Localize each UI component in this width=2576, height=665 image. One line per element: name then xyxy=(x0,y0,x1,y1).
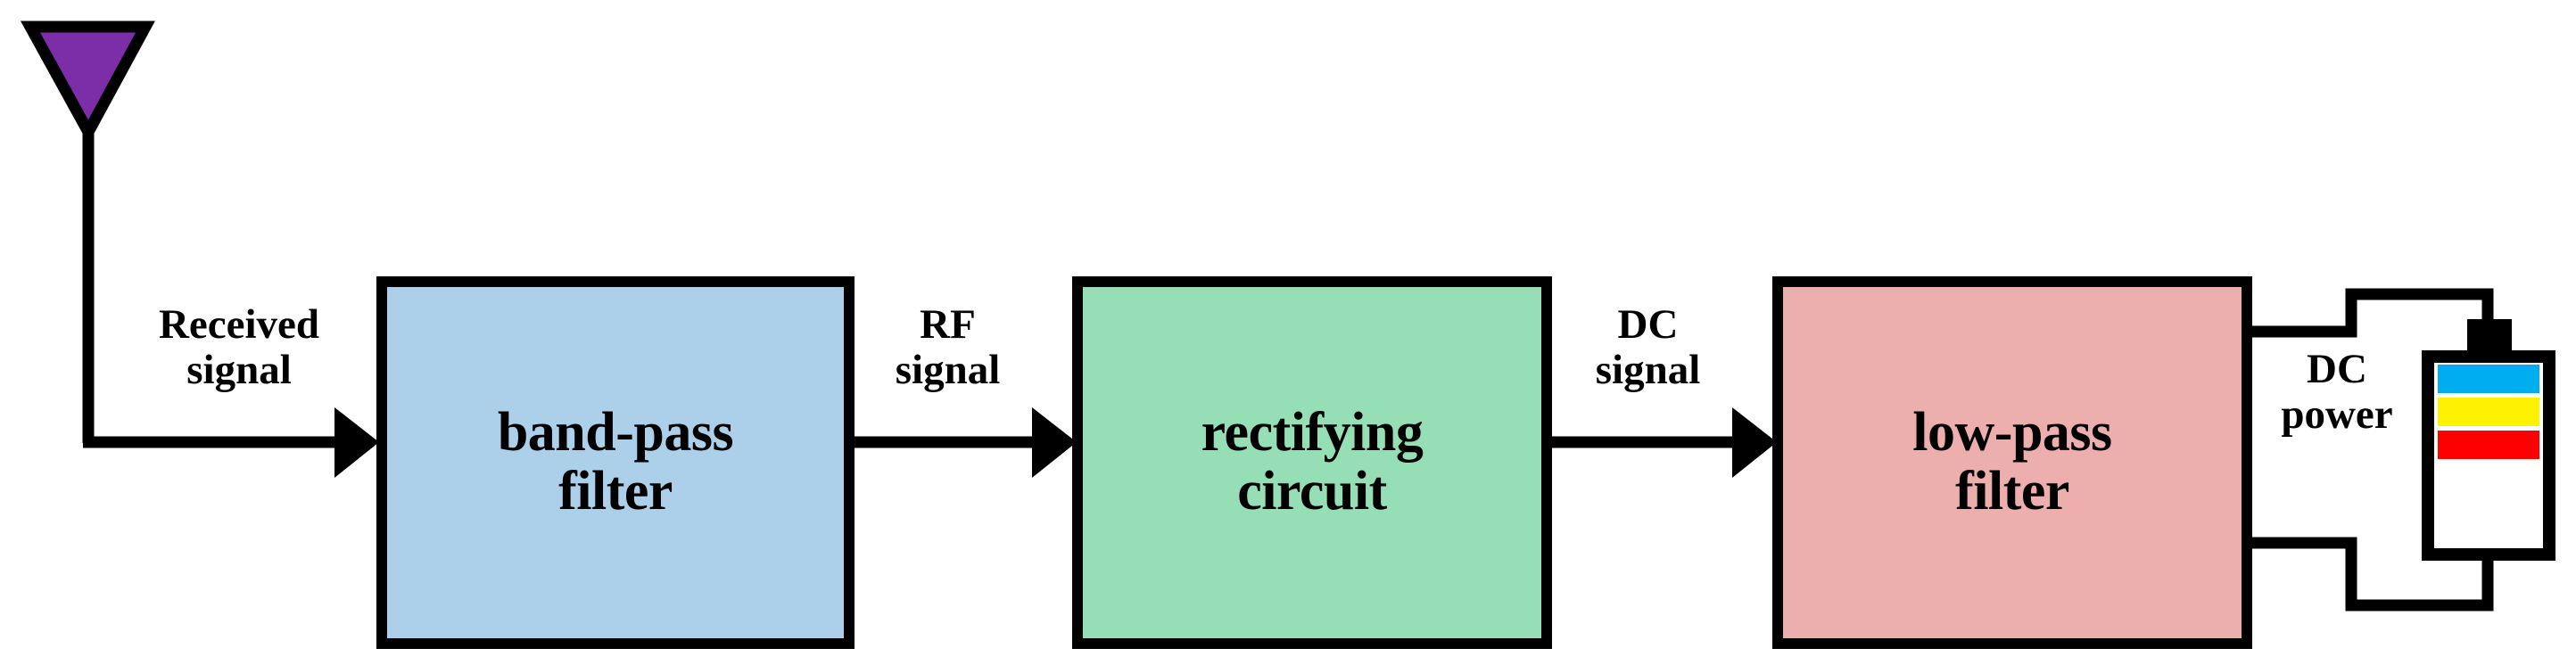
receiving-antenna[interactable] xyxy=(20,21,155,443)
wire-lowpass-to-battery-bottom xyxy=(2242,537,2494,612)
block-rectifying-circuit[interactable] xyxy=(1072,276,1552,649)
edge-label-rf-signal: RF signal xyxy=(852,285,1044,410)
edge-label-line-1: RF xyxy=(920,301,976,349)
antenna-triangle-icon xyxy=(20,21,155,144)
arrowhead-into-bandpass xyxy=(334,407,379,478)
connection-antenna-to-bandpass xyxy=(83,407,379,478)
battery-band-empty xyxy=(2438,464,2539,546)
edge-label-line-2: signal xyxy=(186,347,292,393)
edge-label-dc-signal: DC signal xyxy=(1552,285,1744,410)
arrowhead-into-lowpass xyxy=(1732,407,1777,478)
edge-label-line-2: signal xyxy=(895,347,1001,393)
edge-label-line-1: Received xyxy=(158,301,320,349)
connection-bandpass-to-rectifier xyxy=(849,407,1077,478)
connection-rectifier-to-lowpass xyxy=(1547,407,1777,478)
wire-lowpass-to-battery-top xyxy=(2242,288,2494,342)
edge-label-line-2: signal xyxy=(1595,347,1701,393)
edge-label-line-2: power xyxy=(2281,391,2393,438)
block-band-pass-filter[interactable] xyxy=(376,276,855,649)
battery-band-yellow xyxy=(2438,398,2539,426)
battery-band-cyan xyxy=(2438,365,2539,393)
battery-band-red xyxy=(2438,431,2539,459)
edge-label-dc-power: DC power xyxy=(2248,330,2426,455)
battery[interactable] xyxy=(2422,319,2555,561)
edge-label-received-signal: Received signal xyxy=(105,285,373,410)
arrowhead-into-rectifier xyxy=(1032,407,1077,478)
edge-label-line-1: DC xyxy=(2307,346,2367,393)
block-low-pass-filter[interactable] xyxy=(1772,276,2252,649)
edge-label-line-1: DC xyxy=(1617,301,1679,349)
